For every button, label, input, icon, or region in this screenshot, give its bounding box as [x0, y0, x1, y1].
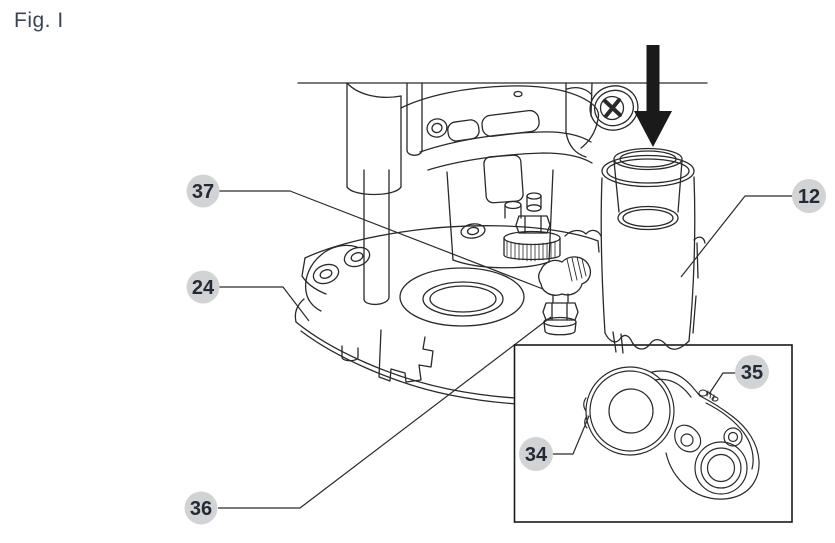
front-bracket	[341, 329, 434, 383]
callout-37-number: 37	[192, 181, 214, 203]
callout-24-number: 24	[192, 277, 215, 299]
down-arrow-icon	[634, 45, 672, 147]
motor-housing	[400, 85, 600, 269]
dust-tube	[600, 147, 696, 342]
leader-34	[552, 415, 590, 455]
callout-36-circle	[184, 491, 218, 525]
knurl-texture	[506, 240, 556, 262]
callout-24: 24	[186, 270, 220, 304]
callout-34-number: 34	[525, 444, 548, 466]
dust-tube-bottom	[604, 331, 690, 354]
figure-label: Fig. I	[14, 9, 64, 32]
leader-24	[219, 286, 310, 322]
callout-34: 34	[519, 437, 553, 471]
leader-35	[708, 372, 736, 395]
leader-36	[218, 316, 552, 509]
callout-36: 36	[184, 491, 218, 525]
fine-adjust-knob	[503, 192, 561, 262]
depth-rod	[363, 169, 390, 306]
inset-detail-drawing	[552, 366, 760, 500]
guide-post	[406, 82, 423, 156]
bit-opening	[399, 267, 525, 327]
callout-35-circle	[735, 355, 769, 389]
callout-12: 12	[792, 179, 826, 213]
casting-edge	[692, 236, 706, 334]
callouts: 37 24 36 12 35 34	[184, 174, 826, 525]
callout-12-circle	[792, 179, 826, 213]
phillips-screw-icon	[603, 98, 622, 118]
callout-34-circle	[519, 437, 553, 471]
callout-37-circle	[186, 174, 220, 208]
callout-35: 35	[735, 355, 769, 389]
callout-36-number: 36	[190, 498, 212, 520]
base-deck	[301, 223, 604, 312]
leader-12	[680, 195, 792, 278]
depth-knob	[565, 82, 639, 158]
wing-clamp	[538, 256, 592, 336]
shroud-screw	[698, 389, 719, 402]
callout-37: 37	[186, 174, 220, 208]
callout-24-circle	[186, 270, 220, 304]
dust-shroud-part	[583, 366, 760, 500]
callout-35-number: 35	[741, 362, 763, 384]
motor-can	[346, 82, 402, 196]
callout-12-number: 12	[798, 186, 820, 208]
router-drawing	[294, 82, 708, 406]
leader-lines	[218, 190, 792, 509]
leader-37	[219, 190, 544, 290]
